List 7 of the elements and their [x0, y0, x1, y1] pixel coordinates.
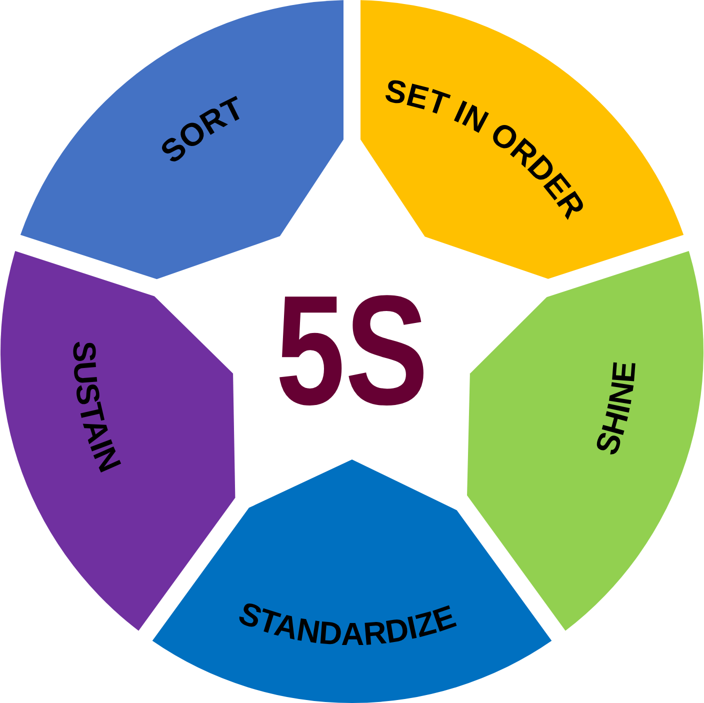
- wheel-segment: [360, 0, 684, 279]
- wheel-segment: [152, 460, 552, 703]
- wheel-segment: [467, 251, 704, 631]
- segment-label: STANDARDIZE: [234, 594, 460, 652]
- diagram-title: 5S: [276, 273, 428, 429]
- wheel-segment: [20, 0, 344, 280]
- wheel-segment: [0, 251, 236, 631]
